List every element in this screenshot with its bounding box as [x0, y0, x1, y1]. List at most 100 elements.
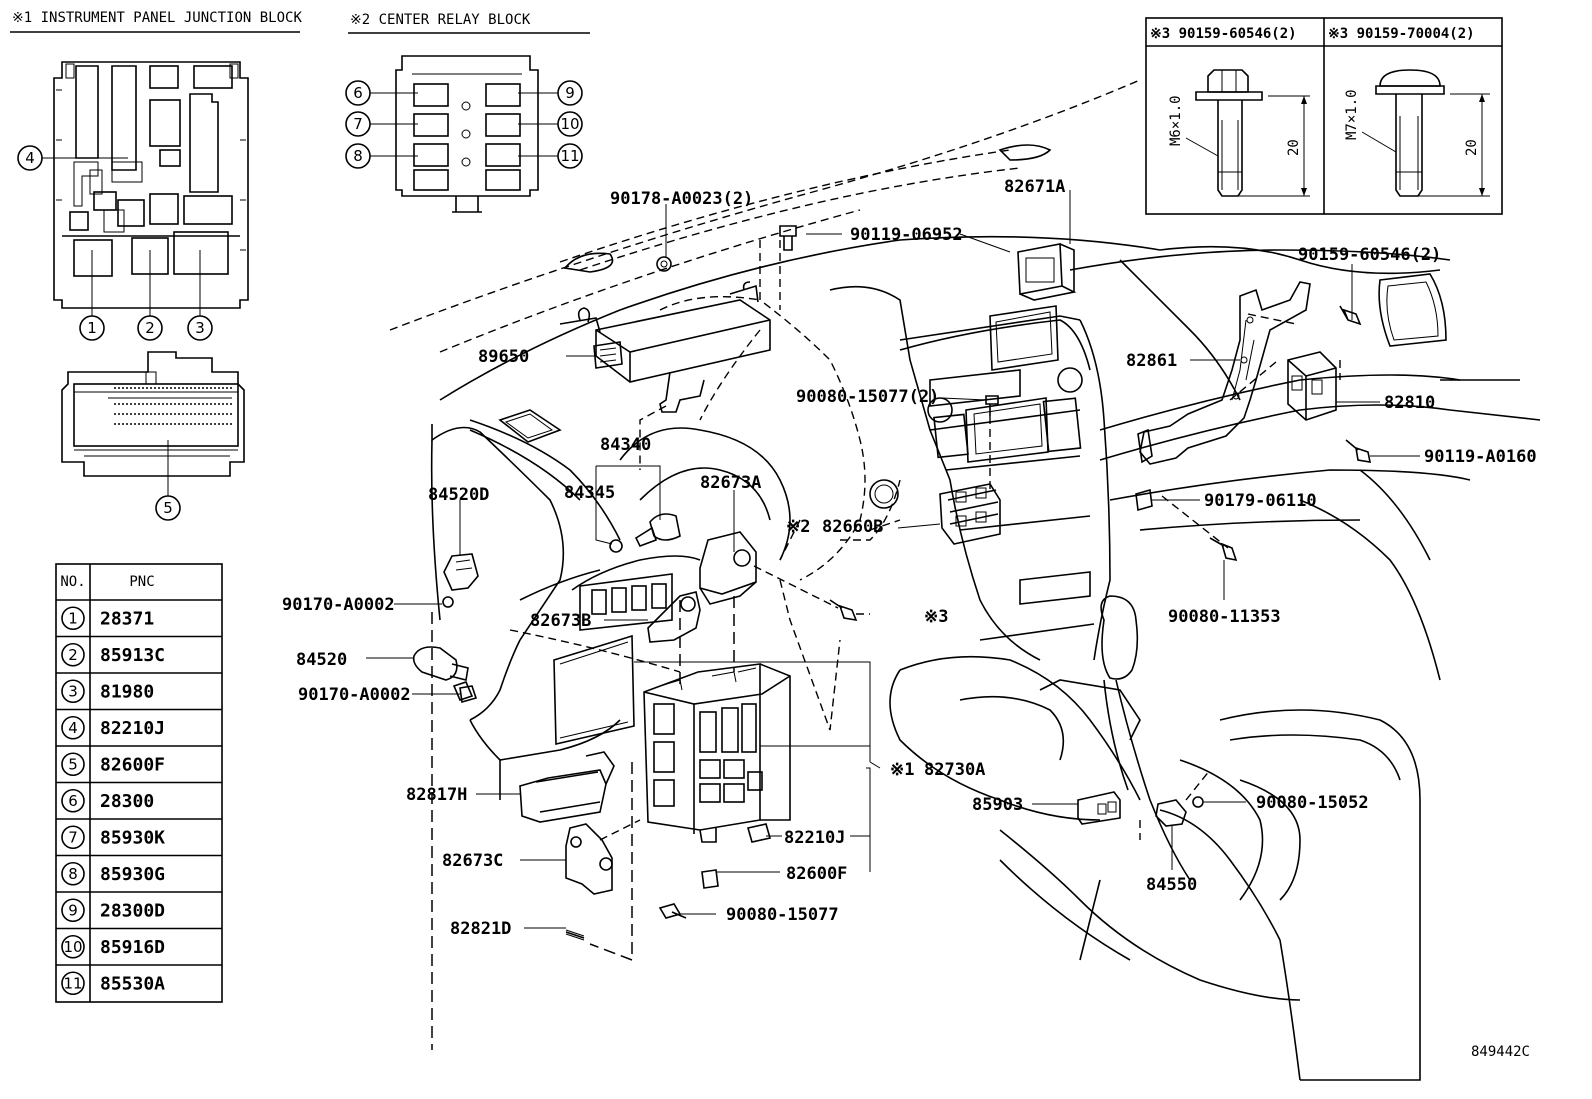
row-pnc: 85530A	[100, 973, 165, 994]
label-82673B: 82673B	[530, 611, 591, 631]
label-82673C: 82673C	[442, 851, 503, 871]
svg-text:9: 9	[565, 84, 575, 102]
row-pnc: 28371	[100, 608, 154, 629]
part-82673C-bracket	[565, 823, 613, 895]
label-90170-A0002-lower: 90170-A0002	[298, 685, 411, 705]
part-90119-06952-bolt	[779, 225, 797, 251]
callout-10: 10	[557, 111, 583, 137]
table-row: 3 81980	[61, 679, 154, 704]
row-number-circle	[61, 825, 85, 850]
part-82671A-switch	[1017, 243, 1077, 301]
label-84550: 84550	[1146, 875, 1197, 895]
diagram-code: 849442C	[1471, 1044, 1530, 1060]
label-82600F: 82600F	[786, 864, 847, 884]
part-90159-60546-bolt	[1339, 305, 1362, 326]
row-number-circle	[61, 642, 85, 667]
svg-text:11: 11	[560, 147, 579, 165]
row-number: 11	[63, 974, 82, 992]
row-pnc: 85930K	[100, 827, 165, 848]
callout-8: 8	[345, 143, 371, 169]
part-82660B-relay-block	[939, 395, 1001, 545]
part-82730A-junction-block	[643, 663, 791, 843]
svg-text:3: 3	[195, 319, 205, 337]
svg-text:10: 10	[560, 115, 579, 133]
callout-9: 9	[557, 80, 583, 106]
row-number-circle	[61, 934, 85, 959]
callout-4: 4	[17, 145, 43, 171]
bolt2-thread: M7×1.0	[1344, 89, 1360, 140]
row-pnc: 85930G	[100, 864, 165, 885]
svg-text:2: 2	[145, 319, 155, 337]
row-number-circle	[61, 898, 85, 923]
label-84340: 84340	[600, 435, 651, 455]
part-mark3-bolt	[829, 599, 858, 622]
part-82861-bracket	[1137, 281, 1311, 465]
row-number-circle	[61, 788, 85, 813]
label-90080-15077-2: 90080-15077(2)	[796, 387, 939, 407]
bolt1-length: 20	[1286, 139, 1302, 156]
row-number-circle	[61, 861, 85, 886]
label-mark3: ※3	[924, 607, 948, 627]
part-84550-switch	[1155, 796, 1204, 827]
part-84520D-sensor	[442, 553, 479, 608]
row-number-circle	[61, 606, 85, 631]
row-number: 6	[68, 792, 78, 810]
part-82210J-relay	[746, 823, 772, 843]
dashboard-outline	[389, 79, 1541, 1081]
row-pnc: 85913C	[100, 645, 165, 666]
label-82861: 82861	[1126, 351, 1177, 371]
part-82673A-bracket	[699, 531, 757, 605]
label-82660B: 82660B	[822, 517, 883, 537]
part-82600F-fuse	[701, 869, 719, 889]
label-90119-A0160: 90119-A0160	[1424, 447, 1537, 467]
label-85903: 85903	[972, 795, 1023, 815]
row-number-circle	[61, 715, 85, 740]
part-junction-block-cover	[553, 634, 635, 746]
row-number: 4	[68, 719, 78, 737]
row-number: 2	[68, 646, 78, 664]
label-90119-06952: 90119-06952	[850, 225, 963, 245]
label-90178-A0023: 90178-A0023(2)	[610, 189, 753, 209]
table-header-no: NO.	[60, 574, 85, 590]
part-90080-11353-bolt	[1209, 537, 1238, 562]
label-90080-15077: 90080-15077	[726, 905, 839, 925]
label-89650: 89650	[478, 347, 529, 367]
row-number: 7	[68, 828, 78, 846]
label-82821D: 82821D	[450, 919, 511, 939]
svg-text:8: 8	[353, 147, 363, 165]
bolt-col1-header: ※3 90159-60546(2)	[1150, 26, 1297, 42]
callout-7: 7	[345, 111, 371, 137]
row-number: 9	[68, 901, 78, 919]
label-90080-11353: 90080-11353	[1168, 607, 1281, 627]
svg-text:7: 7	[353, 115, 363, 133]
svg-text:1: 1	[87, 319, 97, 337]
label-84345: 84345	[564, 483, 615, 503]
center-relay-block-header: ※2 CENTER RELAY BLOCK	[350, 12, 531, 28]
row-number: 3	[68, 682, 78, 700]
callout-11: 11	[557, 143, 583, 169]
table-row: 7 85930K	[61, 825, 165, 850]
row-number: 8	[68, 865, 78, 883]
part-90080-15077-bolt	[658, 903, 687, 919]
label-82210J: 82210J	[784, 828, 845, 848]
part-85903-switch	[1077, 791, 1121, 825]
row-number-circle	[61, 679, 85, 704]
row-pnc: 81980	[100, 681, 154, 702]
label-82673A: 82673A	[700, 473, 761, 493]
part-90178-nut	[656, 256, 672, 272]
label-90080-15052: 90080-15052	[1256, 793, 1369, 813]
svg-text:5: 5	[163, 499, 173, 517]
label-90170-A0002-upper: 90170-A0002	[282, 595, 395, 615]
part-84340-switch	[609, 513, 681, 553]
table-row: 2 85913C	[61, 642, 165, 667]
table-header-pnc: PNC	[129, 574, 154, 590]
label-90159-60546-2: 90159-60546(2)	[1298, 245, 1441, 265]
callout-1: 1	[79, 315, 105, 341]
label-82817H: 82817H	[406, 785, 467, 805]
